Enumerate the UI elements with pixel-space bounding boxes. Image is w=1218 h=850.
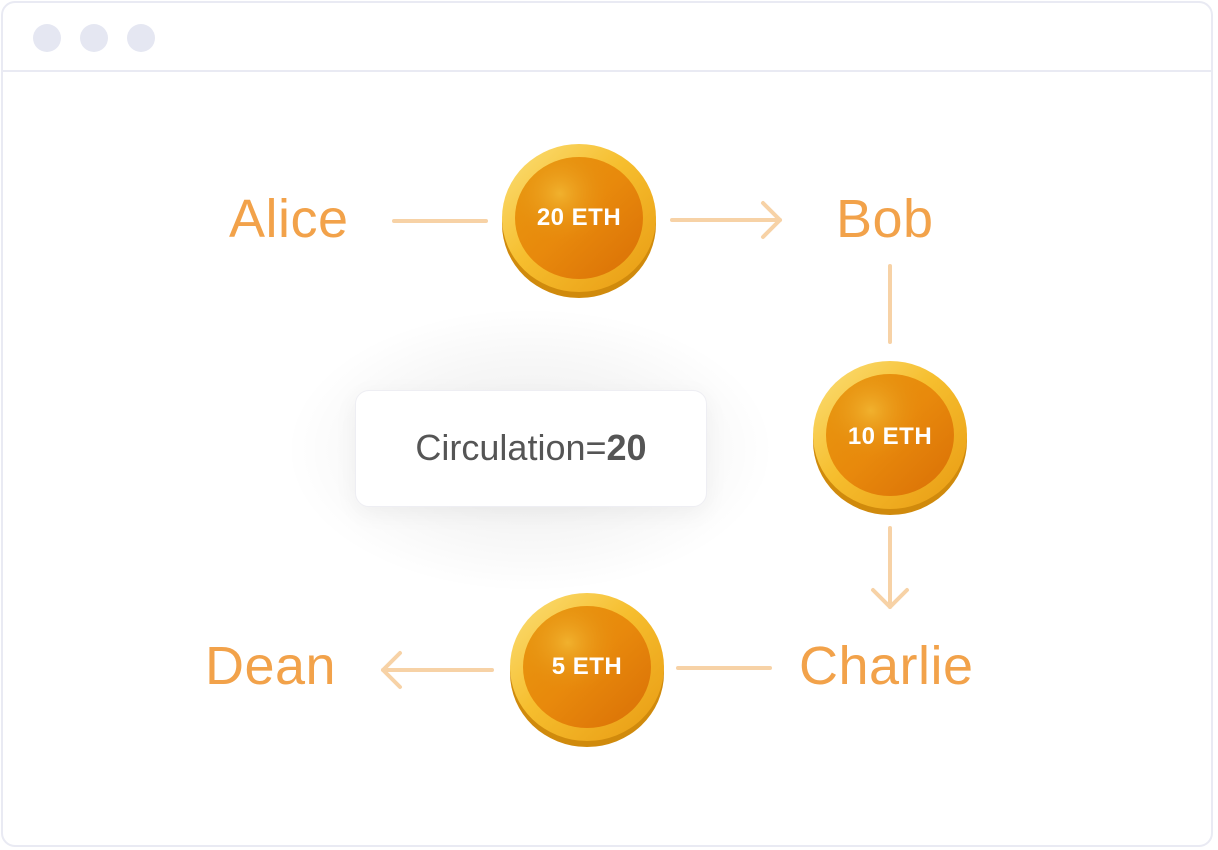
arrow-head-icon (761, 201, 782, 239)
coin-amount: 10 ETH (847, 423, 933, 450)
node-charlie: Charlie (799, 636, 974, 696)
gold-coin-icon (502, 144, 656, 298)
transfer-coin-alice-bob: 20 ETH (501, 141, 657, 298)
gold-coin-icon (510, 593, 664, 747)
gold-coin-icon (813, 361, 967, 515)
node-bob: Bob (836, 189, 934, 249)
circulation-label: Circulation= (415, 427, 607, 468)
arrow-head-icon (381, 651, 402, 689)
coin-amount: 5 ETH (551, 653, 623, 680)
circulation-value: 20 (606, 427, 647, 468)
node-dean: Dean (205, 636, 337, 696)
node-alice: Alice (229, 189, 349, 249)
transfer-coin-charlie-dean: 5 ETH (509, 590, 665, 747)
window-control-dot-1[interactable] (33, 24, 61, 52)
arrow-head-icon (871, 588, 909, 609)
transfer-coin-bob-charlie: 10 ETH (812, 358, 968, 515)
window-titlebar (3, 3, 1211, 72)
window-control-dot-2[interactable] (80, 24, 108, 52)
coin-amount: 20 ETH (536, 204, 622, 231)
window-control-dot-3[interactable] (127, 24, 155, 52)
circulation-card: Circulation=20 (355, 390, 707, 507)
